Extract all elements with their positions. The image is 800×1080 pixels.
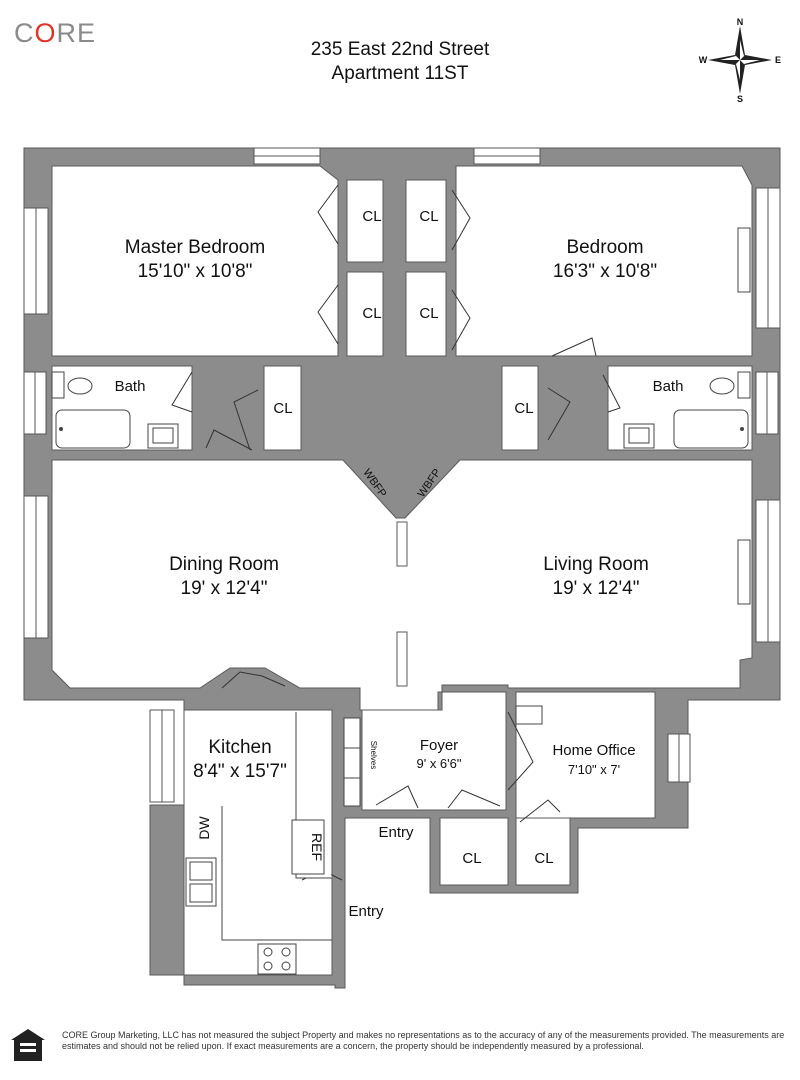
room-dims-foyer: 9' x 6'6" <box>417 756 462 771</box>
closet-label: CL <box>362 305 381 322</box>
entry-label-foyer: Entry <box>378 824 414 841</box>
refrigerator-label: REF <box>309 833 325 861</box>
room-dims-kitchen: 8'4" x 15'7" <box>193 761 287 782</box>
closet-label: CL <box>462 850 481 867</box>
doors <box>171 184 621 881</box>
partition-stub <box>396 631 408 687</box>
compass-south: S <box>737 94 743 104</box>
closet-label: CL <box>514 400 533 417</box>
compass-rose-icon: N S E W <box>699 17 781 104</box>
kitchen-fixtures <box>185 712 332 975</box>
equal-housing-icon <box>11 1029 45 1061</box>
bath-fixtures-left <box>51 371 179 449</box>
walls <box>23 147 781 989</box>
compass-east: E <box>775 55 781 65</box>
radiators <box>737 227 751 605</box>
room-dims-living-room: 19' x 12'4" <box>553 578 640 599</box>
closet-label: CL <box>419 305 438 322</box>
address-header: 235 East 22nd Street Apartment 11ST <box>0 38 800 86</box>
room-name-master-bedroom: Master Bedroom <box>125 237 265 258</box>
address-street: 235 East 22nd Street <box>310 39 490 60</box>
entry-label-kitchen: Entry <box>348 903 384 920</box>
shelves-label: Shelves <box>369 741 378 769</box>
address-apartment: Apartment 11ST <box>331 63 469 84</box>
room-name-home-office: Home Office <box>552 742 635 759</box>
bathtub-icon <box>673 409 749 449</box>
room-dims-master-bedroom: 15'10" x 10'8" <box>138 261 253 282</box>
closet-label: CL <box>419 208 438 225</box>
room-name-foyer: Foyer <box>420 737 458 754</box>
room-dims-home-office: 7'10" x 7' <box>568 762 620 777</box>
windows <box>23 147 781 803</box>
room-name-living-room: Living Room <box>543 554 649 575</box>
refrigerator-icon <box>291 819 325 875</box>
shelves-unit <box>343 717 361 807</box>
office-nook <box>515 705 543 725</box>
room-name-kitchen: Kitchen <box>208 737 271 758</box>
dishwasher-label: DW <box>196 816 212 840</box>
room-dims-dining-room: 19' x 12'4" <box>181 578 268 599</box>
partition-stub <box>396 521 408 567</box>
toilet-icon <box>709 377 735 395</box>
closet-label: CL <box>362 208 381 225</box>
bathtub-icon <box>55 409 131 449</box>
bath-fixtures-right <box>623 371 751 449</box>
room-name-dining-room: Dining Room <box>169 554 279 575</box>
room-dims-bedroom: 16'3" x 10'8" <box>553 261 657 282</box>
compass-west: W <box>699 55 708 65</box>
stove-icon <box>257 943 297 975</box>
room-name-bedroom: Bedroom <box>566 237 643 258</box>
closet-label: CL <box>534 850 553 867</box>
room-name-bath-right: Bath <box>653 378 684 395</box>
closet-label: CL <box>273 400 292 417</box>
room-name-bath-left: Bath <box>115 378 146 395</box>
disclaimer-text: CORE Group Marketing, LLC has not measur… <box>62 1030 785 1051</box>
core-logo: CORE <box>14 18 97 48</box>
toilet-icon <box>67 377 93 395</box>
compass-north: N <box>737 17 744 27</box>
